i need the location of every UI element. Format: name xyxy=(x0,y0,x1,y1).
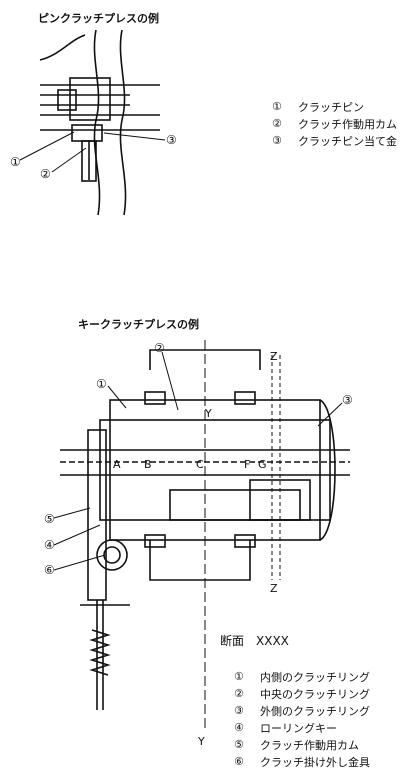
axis-y-top: Y xyxy=(204,407,212,420)
key-callout-3: ③ xyxy=(342,393,353,407)
dim-label-a: A xyxy=(113,458,121,471)
section-label: 断面 XXXX xyxy=(220,634,289,648)
key-clutch-diagram: A B C F G Y Y Z Z ① ② ③ ④ ⑤ ⑥ xyxy=(44,340,353,748)
pin-clutch-title: ピンクラッチプレスの例 xyxy=(38,12,159,25)
axis-y-bottom: Y xyxy=(197,735,205,748)
pin-clutch-diagram: ① ② ③ xyxy=(10,30,177,216)
key-callout-4: ④ xyxy=(44,538,55,552)
pin-callout-2: ② xyxy=(40,167,51,181)
axis-z-top: Z xyxy=(270,350,278,363)
dim-label-b: B xyxy=(144,458,152,471)
key-callout-1: ① xyxy=(96,377,107,391)
pin-callout-3: ③ xyxy=(166,133,177,147)
axis-z-bottom: Z xyxy=(270,582,278,595)
key-clutch-title: キークラッチプレスの例 xyxy=(78,318,199,331)
dim-label-f: F xyxy=(244,458,250,471)
key-callout-6: ⑥ xyxy=(44,563,55,577)
dim-label-g: G xyxy=(258,458,267,471)
pin-callout-1: ① xyxy=(10,155,21,169)
key-callout-2: ② xyxy=(154,341,165,355)
dim-label-c: C xyxy=(196,458,204,471)
key-callout-5: ⑤ xyxy=(44,512,55,526)
